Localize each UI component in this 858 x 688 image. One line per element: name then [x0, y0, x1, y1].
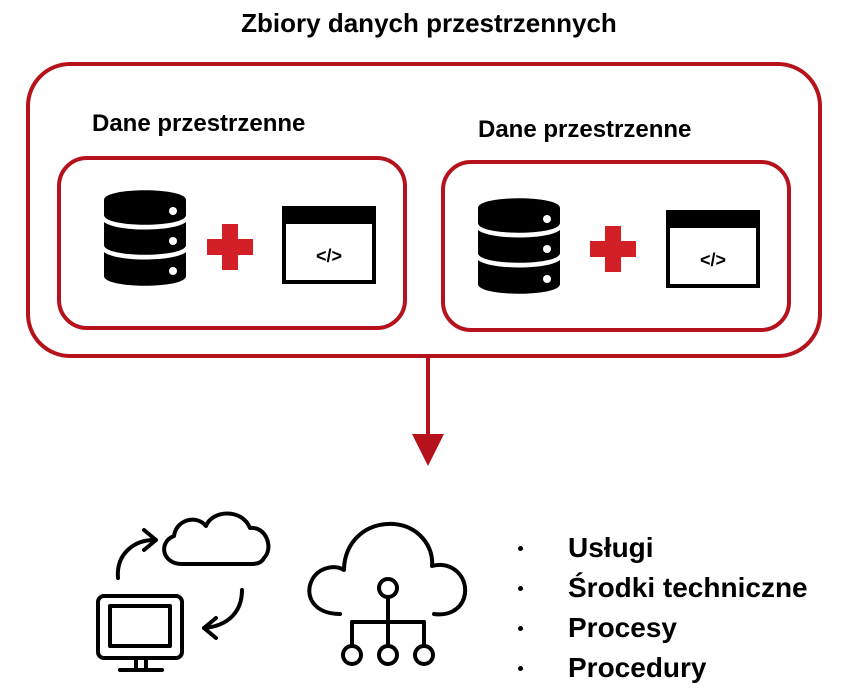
- code-window-icon: </>: [666, 210, 760, 288]
- spatial-data-box-1: [57, 156, 407, 330]
- code-tag-label: </>: [700, 250, 726, 270]
- spatial-datasets-container: [26, 62, 822, 358]
- database-icon: [104, 190, 186, 286]
- code-tag-label: </>: [316, 246, 342, 266]
- group-label-1: Dane przestrzenne: [92, 110, 306, 137]
- list-item: Usługi: [512, 528, 808, 568]
- list-item: Środki techniczne: [512, 568, 808, 608]
- bullet-dot: [518, 626, 523, 631]
- plus-icon: [590, 226, 636, 272]
- list-item-label: Procedury: [568, 652, 707, 683]
- group-label-2: Dane przestrzenne: [478, 116, 692, 143]
- list-item-label: Środki techniczne: [568, 572, 808, 603]
- bullet-list: Usługi Środki techniczne Procesy Procedu…: [512, 528, 808, 688]
- cloud-network-icon: [307, 521, 468, 666]
- bullet-dot: [518, 546, 523, 551]
- database-icon: [478, 198, 560, 294]
- code-window-icon: </>: [282, 206, 376, 284]
- computer-cloud-sync-icon: [96, 511, 271, 672]
- plus-icon: [207, 224, 253, 270]
- bullet-dot: [518, 666, 523, 671]
- list-item-label: Procesy: [568, 612, 677, 643]
- list-item-label: Usługi: [568, 532, 654, 563]
- spatial-data-box-2: [441, 160, 791, 332]
- list-item: Procesy: [512, 608, 808, 648]
- bullet-dot: [518, 586, 523, 591]
- arrow-down-icon: [412, 356, 444, 466]
- list-item: Procedury: [512, 648, 808, 688]
- diagram-title: Zbiory danych przestrzennych: [241, 8, 617, 38]
